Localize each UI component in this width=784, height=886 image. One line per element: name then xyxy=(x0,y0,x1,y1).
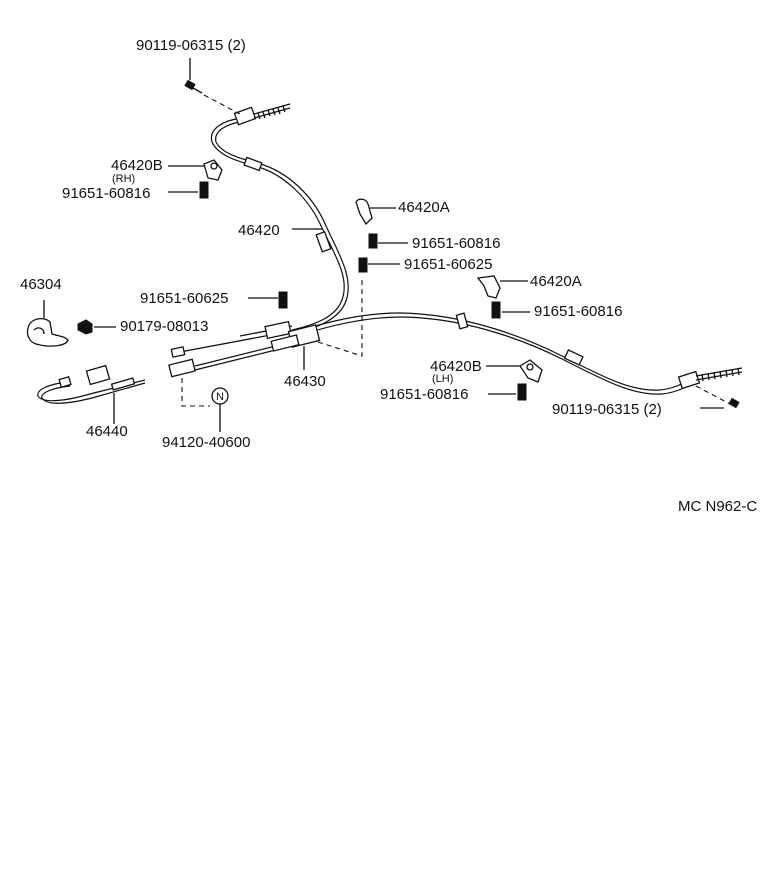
label-bolt-a-lower: 91651-60816 xyxy=(534,303,622,320)
bracket-46304 xyxy=(26,300,69,347)
label-bolt-a-upper: 91651-60816 xyxy=(412,235,500,252)
nut-n-symbol: N xyxy=(216,391,224,403)
label-bolt-left-center: 91651-60625 xyxy=(140,290,228,307)
bolt-center xyxy=(358,257,400,273)
bolt-a-lower xyxy=(491,301,530,319)
label-cable-46420: 46420 xyxy=(238,222,280,239)
label-bolt-lh: 91651-60816 xyxy=(380,386,468,403)
bolt-rh xyxy=(168,181,209,199)
label-bolt-top: 90119-06315 (2) xyxy=(136,37,246,54)
bolt-lh xyxy=(488,383,527,401)
label-cable-46430: 46430 xyxy=(284,373,326,390)
cable-end-fitting-right xyxy=(677,370,701,390)
cable-46430-front-end xyxy=(168,358,196,378)
clamp-46420a-upper xyxy=(355,198,396,226)
bolt-top xyxy=(184,58,241,115)
label-bolt-rh: 91651-60816 xyxy=(62,185,150,202)
cable-46440-assembly xyxy=(37,364,146,424)
bolt-right xyxy=(695,385,740,409)
label-cable-46440: 46440 xyxy=(86,423,128,440)
label-clamp-lh-side: (LH) xyxy=(432,373,453,385)
clamp-46420b-lh xyxy=(486,359,543,383)
cable-46440-housing xyxy=(85,364,111,386)
clamp-46420a-lower xyxy=(476,275,528,299)
label-nut-n: 94120-40600 xyxy=(162,434,250,451)
label-nut-left: 90179-08013 xyxy=(120,318,208,335)
cable-46420-assembly xyxy=(170,103,349,358)
label-clamp-a-upper: 46420A xyxy=(398,199,450,216)
label-clamp-rh-side: (RH) xyxy=(112,173,135,185)
nut-left xyxy=(77,319,116,335)
nut-n: N xyxy=(211,387,229,432)
cable-46430-assembly xyxy=(168,278,363,407)
label-bracket-46304: 46304 xyxy=(20,276,62,293)
label-clamp-rh: 46420B xyxy=(111,157,163,174)
bolt-left-center xyxy=(248,291,288,309)
bolt-a-upper xyxy=(368,233,408,249)
label-clamp-lh: 46420B xyxy=(430,358,482,375)
clamp-46420b-rh xyxy=(168,159,223,181)
label-clamp-a-lower: 46420A xyxy=(530,273,582,290)
diagram-code: MC N962-C xyxy=(678,498,757,515)
label-bolt-right: 90119-06315 (2) xyxy=(552,401,662,418)
cable-left-rear-assembly xyxy=(301,312,743,395)
label-bolt-center: 91651-60625 xyxy=(404,256,492,273)
cable-end-fitting-top xyxy=(233,106,257,126)
